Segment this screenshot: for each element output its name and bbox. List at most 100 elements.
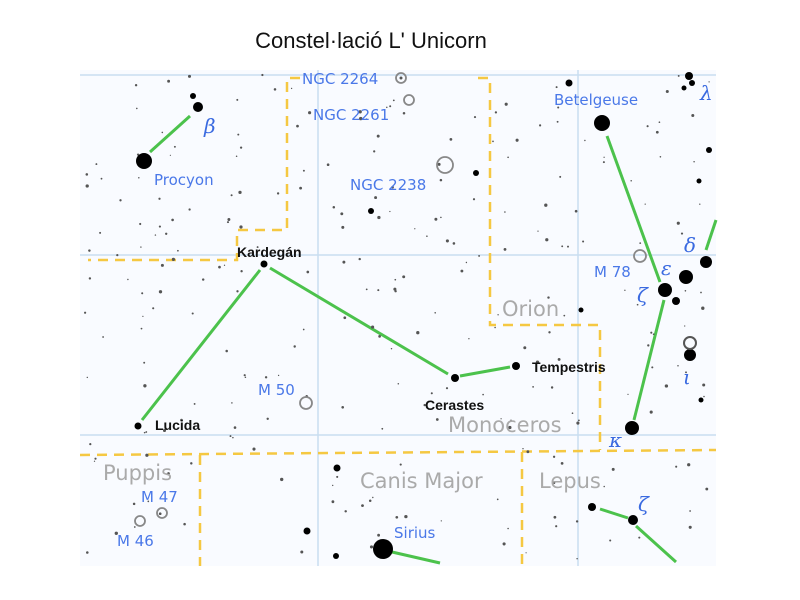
faint-star — [140, 246, 142, 248]
faint-star — [705, 487, 709, 491]
faint-star — [548, 331, 551, 334]
faint-star — [139, 222, 142, 226]
faint-star — [145, 453, 149, 457]
faint-star — [394, 290, 397, 293]
faint-star — [684, 290, 687, 292]
constellation-names: Orion Monoceros Puppis Canis Major Lepus — [103, 297, 601, 493]
faint-star — [116, 253, 119, 257]
m47-marker — [156, 507, 168, 519]
faint-star — [571, 412, 574, 415]
map-background — [80, 70, 716, 566]
faint-star — [504, 211, 506, 213]
faint-star — [256, 246, 259, 249]
faint-star — [145, 431, 148, 433]
faint-star — [94, 457, 97, 460]
label-zeta-orion: ζ — [637, 283, 649, 307]
grid-lines — [80, 70, 716, 566]
faint-star — [218, 265, 221, 269]
bright-stars — [134, 72, 712, 559]
star — [333, 553, 339, 559]
faint-star — [445, 239, 449, 243]
label-beta: β — [203, 114, 216, 138]
star-kappa — [625, 421, 639, 435]
faint-star — [235, 155, 238, 157]
faint-star — [646, 125, 649, 128]
faint-star — [183, 522, 186, 526]
faint-star — [365, 118, 368, 120]
faint-star — [547, 296, 550, 299]
label-m50: M 50 — [258, 381, 295, 399]
faint-star — [296, 124, 299, 128]
faint-star — [557, 106, 560, 109]
faint-star — [687, 463, 691, 467]
faint-star — [88, 277, 92, 280]
faint-star — [560, 462, 564, 465]
m46-marker — [134, 515, 146, 527]
faint-star — [440, 216, 442, 219]
faint-star — [143, 361, 146, 364]
faint-star — [331, 500, 335, 504]
label-ngc2238: NGC 2238 — [350, 176, 426, 194]
faint-star — [649, 410, 653, 414]
faint-star — [147, 500, 150, 503]
faint-star — [377, 215, 381, 220]
faint-star — [143, 384, 147, 388]
faint-star — [114, 531, 118, 535]
faint-star — [473, 116, 477, 119]
faint-star — [434, 312, 436, 314]
faint-star — [693, 160, 695, 163]
star — [368, 208, 374, 214]
faint-star — [372, 496, 374, 499]
faint-star — [555, 525, 558, 528]
faint-star — [165, 232, 168, 235]
deep-sky-objects — [134, 72, 647, 527]
label-m78: M 78 — [594, 263, 631, 281]
faint-star — [603, 156, 605, 158]
label-procyon: Procyon — [154, 171, 214, 189]
faint-star — [193, 402, 196, 405]
object-labels: NGC 2264 NGC 2261 NGC 2238 Procyon β Bet… — [117, 70, 713, 550]
faint-star — [532, 386, 534, 388]
faint-star — [553, 515, 557, 519]
faint-star — [378, 335, 381, 338]
faint-star — [515, 138, 519, 142]
faint-star — [119, 199, 122, 202]
star — [689, 80, 695, 86]
star — [190, 93, 196, 99]
faint-star — [602, 161, 605, 164]
faint-star — [478, 254, 481, 257]
constellation-lepus: Lepus — [539, 469, 601, 493]
faint-star — [624, 289, 626, 291]
label-ngc2261: NGC 2261 — [313, 106, 389, 124]
faint-star — [556, 120, 559, 123]
faint-stars — [84, 73, 710, 560]
faint-star — [545, 238, 549, 242]
faint-star — [188, 208, 191, 211]
faint-star — [651, 366, 654, 369]
faint-star — [227, 218, 231, 221]
star — [333, 464, 341, 472]
faint-star — [676, 221, 680, 225]
faint-star — [368, 499, 372, 502]
faint-star — [435, 418, 439, 421]
faint-star — [526, 450, 530, 454]
faint-star — [445, 387, 449, 390]
faint-star — [650, 331, 653, 334]
faint-star — [252, 447, 256, 451]
faint-star — [703, 395, 705, 398]
faint-star — [140, 327, 143, 330]
star-lucida — [134, 422, 142, 430]
constellation-orion: Orion — [502, 297, 559, 321]
faint-star — [342, 260, 346, 264]
faint-star — [701, 306, 705, 310]
faint-star — [510, 419, 512, 421]
faint-star — [89, 443, 92, 446]
faint-star — [169, 154, 171, 156]
faint-star — [201, 278, 205, 281]
faint-star — [102, 336, 105, 338]
faint-star — [358, 257, 361, 261]
faint-star — [290, 87, 293, 90]
faint-star — [502, 542, 506, 546]
faint-star — [537, 230, 539, 232]
